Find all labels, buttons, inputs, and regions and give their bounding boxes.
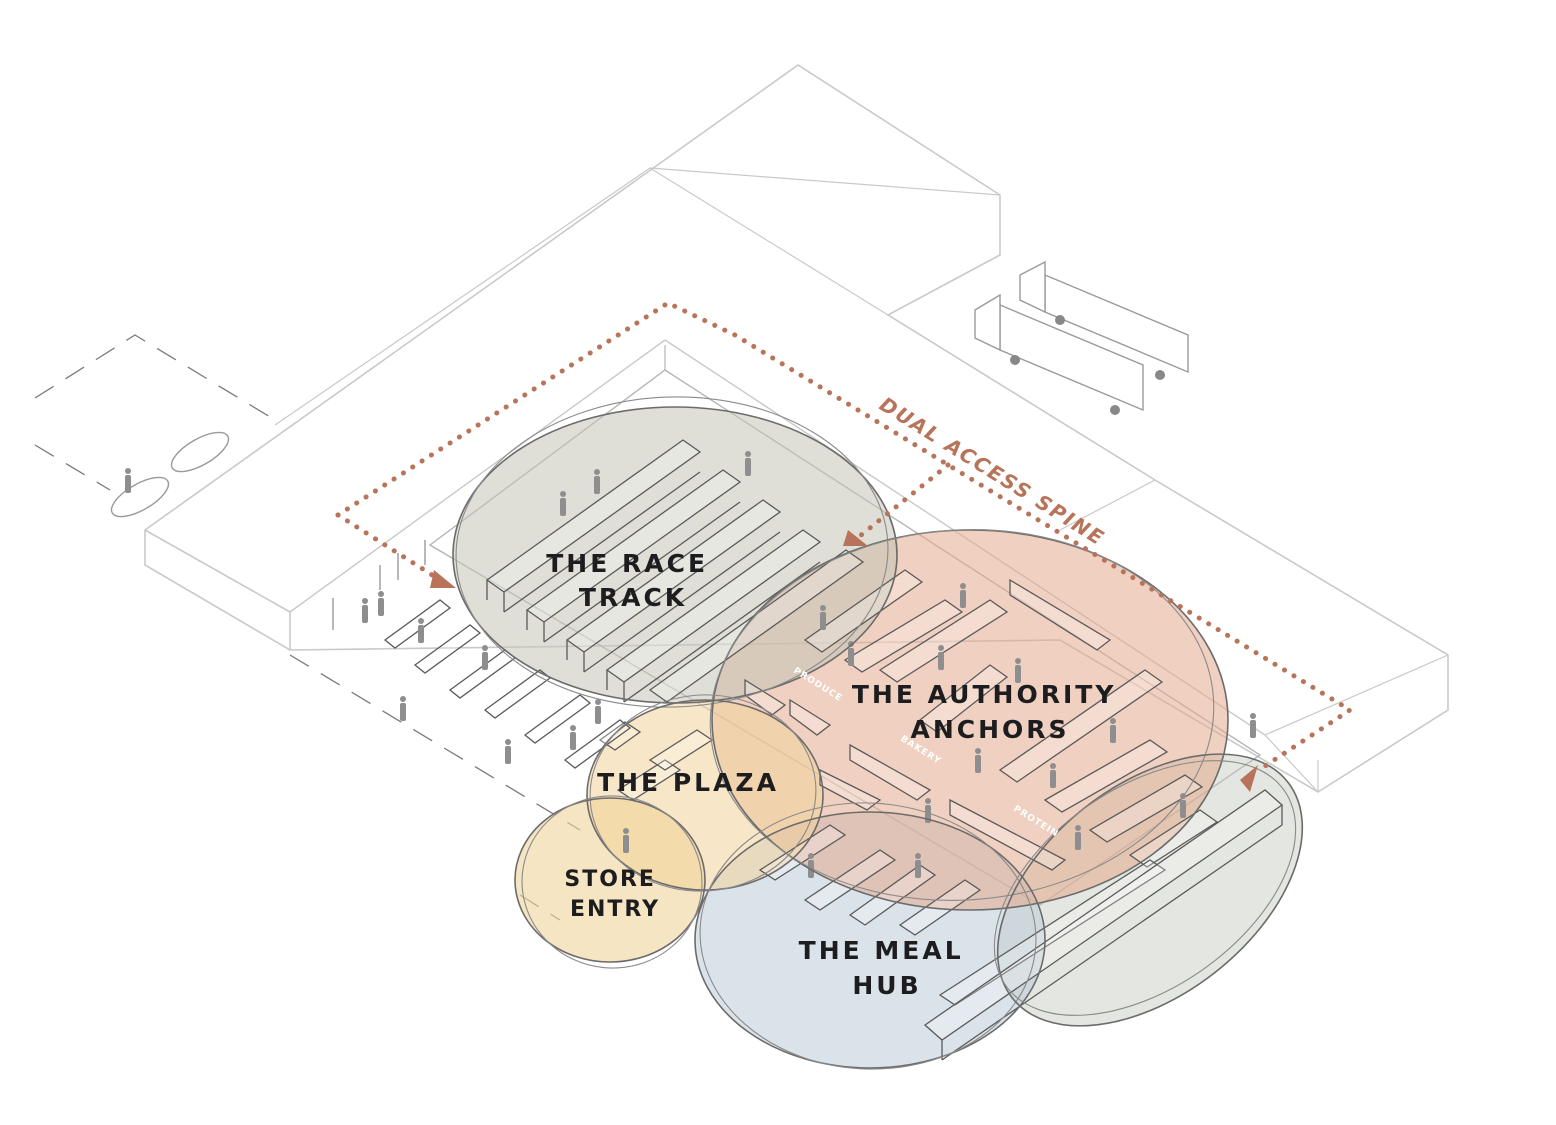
person-icon bbox=[1250, 713, 1256, 738]
zone-label-plaza: THE PLAZA bbox=[597, 768, 779, 797]
zone-label-meal-hub: THE MEAL HUB bbox=[799, 936, 976, 1000]
person-icon bbox=[960, 583, 966, 608]
person-icon bbox=[595, 699, 601, 724]
person-icon bbox=[125, 468, 131, 493]
truck-icon bbox=[1019, 260, 1189, 380]
delivery-trucks bbox=[974, 260, 1189, 415]
person-icon bbox=[1050, 763, 1056, 788]
spine-route-branch bbox=[852, 462, 951, 543]
zone-store-entry[interactable] bbox=[515, 798, 705, 962]
person-icon bbox=[378, 591, 384, 616]
zone-outlines bbox=[452, 396, 1304, 1070]
shoppers bbox=[125, 451, 1256, 878]
person-icon bbox=[482, 645, 488, 670]
arrow-icon bbox=[843, 530, 868, 546]
person-icon bbox=[1110, 718, 1116, 743]
person-icon bbox=[560, 491, 566, 516]
person-icon bbox=[938, 645, 944, 670]
zone-label-store-entry: STORE ENTRY bbox=[564, 867, 665, 922]
person-icon bbox=[745, 451, 751, 476]
person-icon bbox=[1075, 825, 1081, 850]
shelving-fixtures bbox=[383, 439, 1284, 1061]
zone-labels: THE RACE TRACK THE AUTHORITY ANCHORS THE… bbox=[546, 549, 1128, 1000]
person-icon bbox=[975, 748, 981, 773]
person-icon bbox=[808, 853, 814, 878]
zone-label-race-track: THE RACE TRACK bbox=[546, 549, 720, 612]
person-icon bbox=[362, 598, 368, 623]
spine-route-branch bbox=[335, 512, 443, 583]
zone-race-track[interactable] bbox=[453, 407, 897, 703]
spine-route bbox=[335, 300, 1355, 771]
person-icon bbox=[505, 739, 511, 764]
arrow-icon bbox=[1240, 765, 1258, 792]
person-icon bbox=[418, 618, 424, 643]
parked-cars bbox=[110, 431, 230, 518]
truck-icon bbox=[974, 293, 1144, 415]
person-icon bbox=[623, 828, 629, 853]
person-icon bbox=[570, 725, 576, 750]
person-icon bbox=[820, 605, 826, 630]
person-icon bbox=[915, 853, 921, 878]
person-icon bbox=[400, 696, 406, 721]
car-icon bbox=[110, 476, 170, 518]
car-icon bbox=[170, 431, 230, 473]
person-icon bbox=[1015, 658, 1021, 683]
zone-label-authority-anchors: THE AUTHORITY ANCHORS bbox=[852, 680, 1128, 744]
arrow-icon bbox=[430, 570, 456, 588]
person-icon bbox=[594, 469, 600, 494]
